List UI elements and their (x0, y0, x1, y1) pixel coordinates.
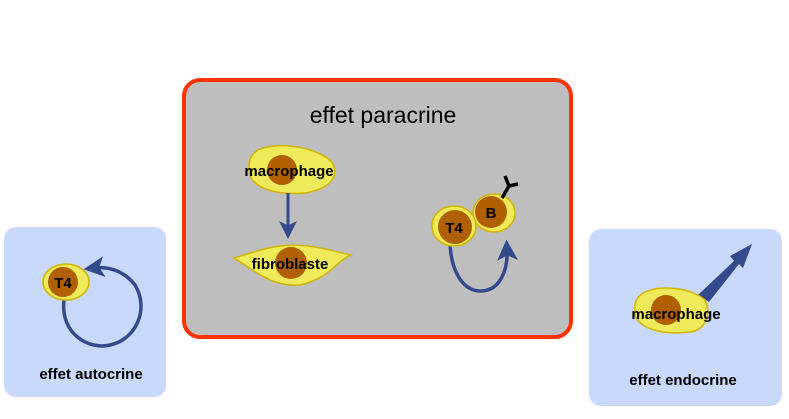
t4-label: T4 (54, 275, 72, 292)
t4-paracrine-label: T4 (445, 220, 463, 237)
b-cell: B (472, 175, 519, 233)
autocrine-loop-arrow (62, 256, 143, 348)
t4-to-b-arrow (448, 239, 519, 293)
t4-cell-paracrine: T4 (431, 205, 477, 247)
antibody-icon (500, 175, 519, 199)
macrophage-endocrine-label: macrophage (631, 306, 720, 323)
paracrine-title: effet paracrine (310, 102, 457, 128)
paracrine-panel: effet paracrine macrophage fibroblaste B (182, 78, 573, 339)
fibroblast-label: fibroblaste (252, 256, 329, 273)
endocrine-panel: macrophage effet endocrine (589, 229, 782, 406)
endocrine-arrow (698, 244, 752, 302)
macrophage-label: macrophage (244, 163, 333, 180)
autocrine-panel: T4 effet autocrine (4, 227, 166, 397)
macrophage-cell-endocrine: macrophage (631, 287, 721, 334)
b-cell-label: B (486, 205, 497, 222)
endocrine-caption: effet endocrine (629, 372, 737, 389)
macrophage-cell: macrophage (244, 144, 336, 195)
autocrine-caption: effet autocrine (39, 366, 142, 383)
t4-cell: T4 (42, 263, 90, 301)
fibroblast-cell: fibroblaste (232, 244, 354, 286)
